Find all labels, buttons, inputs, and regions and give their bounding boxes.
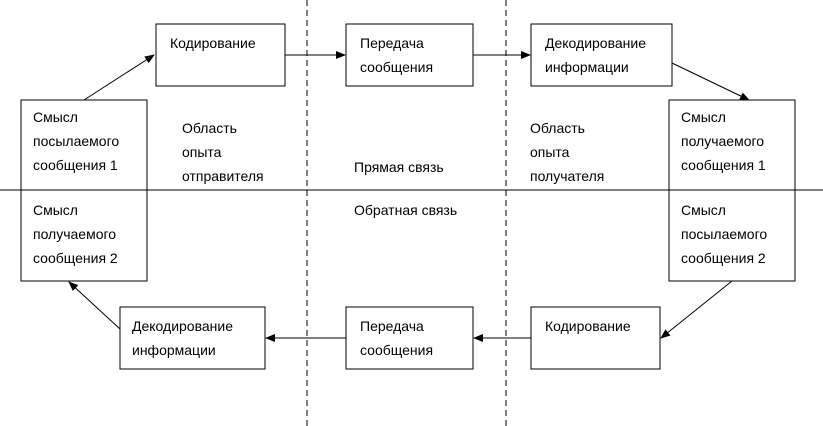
meaning-recv-right-line-3: сообщения 1	[681, 157, 766, 173]
decode-top-line-2: информации	[545, 59, 629, 75]
transmit-bottom-line-2: сообщения	[360, 342, 433, 358]
meaning-sent-right-line-3: сообщения 2	[681, 250, 766, 266]
meaning-recv-right-line-1: Смысл	[681, 109, 726, 125]
direct-link-label: Прямая связь	[354, 159, 444, 175]
decode-top-box: Декодирование информации	[530, 23, 673, 87]
meaning-recv-right-line-2: получаемого	[681, 133, 764, 149]
encode-bottom-box: Кодирование	[530, 306, 661, 370]
meaning-recv-left-line-3: сообщения 2	[33, 250, 118, 266]
encode-top-box: Кодирование	[155, 23, 286, 87]
meaning-sent-right-box: Смысл посылаемого сообщения 2	[668, 189, 796, 282]
meaning-recv-left-box: Смысл получаемого сообщения 2	[20, 189, 148, 282]
sender-area-line-2: опыта	[182, 144, 222, 160]
meaning-sent-right-line-2: посылаемого	[681, 226, 767, 242]
receiver-area-line-1: Область	[530, 120, 585, 136]
meaning-recv-right-box: Смысл получаемого сообщения 1	[668, 99, 796, 191]
arrow-meaning-to-encode-bottom	[660, 280, 733, 339]
meaning-sent-left-line-2: посылаемого	[33, 133, 119, 149]
encode-bottom-line-1: Кодирование	[545, 318, 631, 334]
receiver-area-line-2: опыта	[530, 144, 570, 160]
arrow-decode-to-meaning-bottom	[68, 281, 121, 330]
meaning-sent-right-line-1: Смысл	[681, 202, 726, 218]
encode-top-line-1: Кодирование	[170, 35, 256, 51]
transmit-top-line-2: сообщения	[360, 59, 433, 75]
receiver-area-line-3: получателя	[530, 168, 604, 184]
transmit-bottom-line-1: Передача	[360, 318, 424, 334]
decode-top-line-1: Декодирование	[545, 35, 646, 51]
meaning-sent-left-box: Смысл посылаемого сообщения 1	[20, 99, 148, 191]
decode-bottom-line-1: Декодирование	[132, 318, 233, 334]
transmit-bottom-box: Передача сообщения	[345, 306, 474, 370]
sender-area-line-1: Область	[182, 120, 237, 136]
meaning-sent-left-line-1: Смысл	[33, 109, 78, 125]
arrow-sent-to-encode	[83, 54, 155, 101]
meaning-sent-left-line-3: сообщения 1	[33, 157, 118, 173]
meaning-recv-left-line-1: Смысл	[33, 202, 78, 218]
decode-bottom-line-2: информации	[132, 342, 216, 358]
transmit-top-line-1: Передача	[360, 35, 424, 51]
decode-bottom-box: Декодирование информации	[119, 306, 266, 370]
transmit-top-box: Передача сообщения	[345, 23, 474, 87]
feedback-label: Обратная связь	[354, 202, 457, 218]
sender-area-line-3: отправителя	[182, 168, 264, 184]
arrow-decode-to-meaning	[671, 62, 750, 101]
meaning-recv-left-line-2: получаемого	[33, 226, 116, 242]
